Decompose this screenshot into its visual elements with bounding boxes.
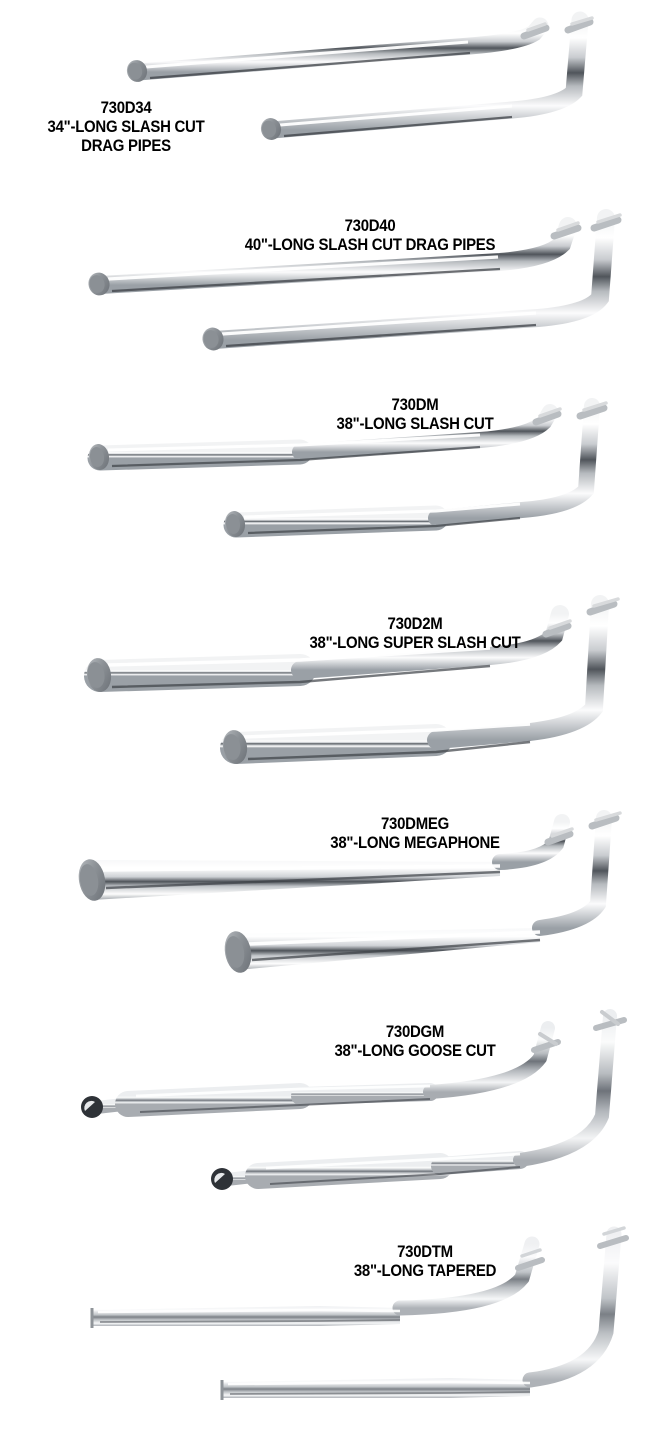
product-caption-730DMEG: 730DMEG 38"-LONG MEGAPHONE [283,814,547,852]
product-caption-730DM: 730DM 38"-LONG SLASH CUT [287,395,542,433]
exhaust-pipe-pair-730DTM-image [0,1220,654,1452]
product-desc-730DTM-line1: 38"-LONG TAPERED [353,1261,497,1281]
product-code-730DTM: 730DTM [397,1242,453,1261]
product-section-730D2M: 730D2M 38"-LONG SUPER SLASH CUT [0,590,654,800]
product-section-730D40: 730D40 40"-LONG SLASH CUT DRAG PIPES [0,200,654,390]
product-desc-730DGM-line1: 38"-LONG GOOSE CUT [334,1041,496,1061]
product-code-730DGM: 730DGM [385,1022,445,1041]
product-section-730DGM: 730DGM 38"-LONG GOOSE CUT [0,1000,654,1220]
product-code-730D40: 730D40 [344,216,396,235]
product-desc-730D34-line2: DRAG PIPES [81,136,171,156]
exhaust-pipe-pair-730DMEG-image [0,800,654,1000]
product-code-730D34: 730D34 [100,98,152,117]
product-caption-730D2M: 730D2M 38"-LONG SUPER SLASH CUT [270,614,560,652]
product-caption-730D40: 730D40 40"-LONG SLASH CUT DRAG PIPES [203,216,537,254]
product-section-730DTM: 730DTM 38"-LONG TAPERED [0,1220,654,1452]
product-desc-730DMEG-line1: 38"-LONG MEGAPHONE [330,833,500,853]
product-code-730DM: 730DM [391,395,439,414]
product-caption-730DTM: 730DTM 38"-LONG TAPERED [297,1242,552,1280]
product-desc-730D2M-line1: 38"-LONG SUPER SLASH CUT [309,633,521,653]
exhaust-pipe-pair-730D2M-image [0,590,654,800]
product-desc-730D34-line1: 34"-LONG SLASH CUT [47,117,205,137]
product-code-730DMEG: 730DMEG [380,814,449,833]
exhaust-pipe-pair-730D40-image [0,200,654,390]
product-section-730DMEG: 730DMEG 38"-LONG MEGAPHONE [0,800,654,1000]
product-code-730D2M: 730D2M [387,614,443,633]
exhaust-pipe-pair-730DM-image [0,390,654,590]
product-caption-730D34: 730D34 34"-LONG SLASH CUT DRAG PIPES [26,98,227,155]
product-desc-730D40-line1: 40"-LONG SLASH CUT DRAG PIPES [244,235,496,255]
product-caption-730DGM: 730DGM 38"-LONG GOOSE CUT [283,1022,547,1060]
product-section-730DM: 730DM 38"-LONG SLASH CUT [0,390,654,590]
exhaust-pipe-pair-730DGM-image [0,1000,654,1220]
product-section-730D34: 730D34 34"-LONG SLASH CUT DRAG PIPES [0,0,654,200]
exhaust-pipe-pair-730D34-image [0,0,654,200]
product-desc-730DM-line1: 38"-LONG SLASH CUT [336,414,494,434]
